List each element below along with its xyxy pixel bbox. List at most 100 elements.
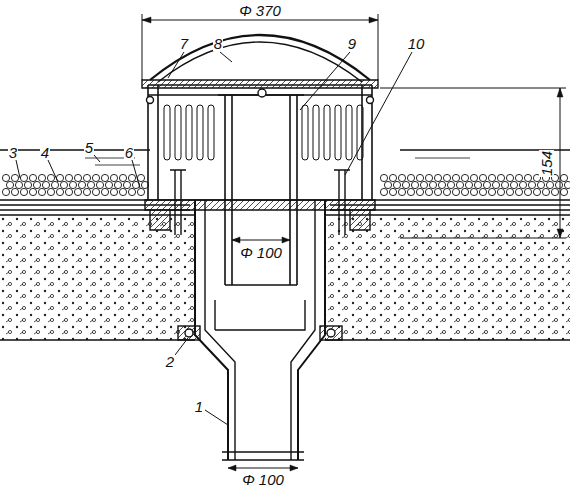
gravel-stone — [528, 181, 535, 188]
gravel-stone — [447, 181, 454, 188]
gravel-stone — [560, 174, 567, 181]
gravel-stone — [533, 188, 540, 195]
gravel-stone — [389, 188, 396, 195]
gravel-stone — [434, 174, 441, 181]
gravel-stone — [492, 181, 499, 188]
gravel-stone — [33, 181, 40, 188]
gravel-stone — [474, 181, 481, 188]
gravel-stone — [564, 181, 570, 188]
gravel-stone — [483, 181, 490, 188]
gravel-stone — [24, 181, 31, 188]
gravel-stone — [456, 181, 463, 188]
gravel-stone — [38, 174, 45, 181]
gravel-stone — [15, 181, 22, 188]
dimension-label: 154 — [540, 149, 555, 176]
gravel-stone — [470, 174, 477, 181]
gravel-stone — [461, 188, 468, 195]
gravel-stone — [479, 174, 486, 181]
strainer-slot — [302, 105, 308, 160]
gravel-stone — [110, 174, 117, 181]
gravel-stone — [137, 174, 144, 181]
strainer-slot — [186, 105, 192, 160]
gravel-stone — [443, 174, 450, 181]
gravel-stone — [398, 174, 405, 181]
gravel-stone — [506, 174, 513, 181]
gravel-stone — [470, 188, 477, 195]
gravel-stone — [105, 181, 112, 188]
gravel-stone — [119, 174, 126, 181]
gravel-stone — [555, 181, 562, 188]
gravel-stone — [515, 174, 522, 181]
callout-number: 1 — [194, 399, 204, 414]
gravel-stone — [38, 188, 45, 195]
gravel-stone — [92, 174, 99, 181]
dimension-label: Φ 100 — [239, 245, 283, 260]
gravel-stone — [29, 188, 36, 195]
gravel-stone — [542, 188, 549, 195]
gravel-stone — [11, 188, 18, 195]
gravel-stone — [389, 174, 396, 181]
callout-number: 8 — [213, 36, 223, 51]
gravel-stone — [83, 174, 90, 181]
gravel-stone — [60, 181, 67, 188]
gravel-stone — [380, 188, 387, 195]
gravel-stone — [425, 188, 432, 195]
gravel-stone — [519, 181, 526, 188]
gravel-stone — [416, 188, 423, 195]
gravel-stone — [497, 174, 504, 181]
gravel-stone — [29, 174, 36, 181]
gravel-stone — [47, 174, 54, 181]
gravel-stone — [78, 181, 85, 188]
gravel-stone — [393, 181, 400, 188]
gravel-stone — [380, 174, 387, 181]
gravel-stone — [74, 188, 81, 195]
gravel-stone — [510, 181, 517, 188]
gravel-stone — [452, 188, 459, 195]
gravel-stone — [69, 181, 76, 188]
dimension-label: Φ 100 — [241, 472, 285, 487]
strainer-slot — [164, 105, 170, 160]
gravel-stone — [429, 181, 436, 188]
gravel-stone — [425, 174, 432, 181]
gravel-stone — [551, 188, 558, 195]
gravel-stone — [501, 181, 508, 188]
gravel-stone — [2, 174, 9, 181]
strainer-slot — [208, 105, 214, 160]
gravel-stone — [398, 188, 405, 195]
gravel-stone — [101, 188, 108, 195]
strainer-slot — [313, 105, 319, 160]
gravel-stone — [42, 181, 49, 188]
dimension-label: Φ 370 — [238, 3, 282, 18]
gravel-stone — [56, 188, 63, 195]
gravel-stone — [411, 181, 418, 188]
gravel-stone — [560, 188, 567, 195]
gravel-stone — [101, 174, 108, 181]
callout-number: 2 — [165, 354, 175, 369]
gravel-stone — [83, 188, 90, 195]
gravel-stone — [443, 188, 450, 195]
gravel-stone — [416, 174, 423, 181]
strainer-slot — [324, 105, 330, 160]
gravel-stone — [110, 188, 117, 195]
gravel-stone — [402, 181, 409, 188]
gravel-stone — [74, 174, 81, 181]
gravel-stone — [452, 174, 459, 181]
gravel-stone — [506, 188, 513, 195]
gravel-stone — [524, 188, 531, 195]
gravel-stone — [11, 174, 18, 181]
gravel-stone — [479, 188, 486, 195]
gravel-stone — [137, 188, 144, 195]
gravel-stone — [420, 181, 427, 188]
gravel-stone — [488, 188, 495, 195]
gravel-stone — [96, 181, 103, 188]
gravel-stone — [546, 181, 553, 188]
callout-number: 4 — [40, 145, 50, 160]
gravel-stone — [461, 174, 468, 181]
gravel-stone — [20, 174, 27, 181]
gravel-stone — [2, 188, 9, 195]
gravel-stone — [47, 188, 54, 195]
gravel-stone — [434, 188, 441, 195]
gravel-stone — [65, 174, 72, 181]
